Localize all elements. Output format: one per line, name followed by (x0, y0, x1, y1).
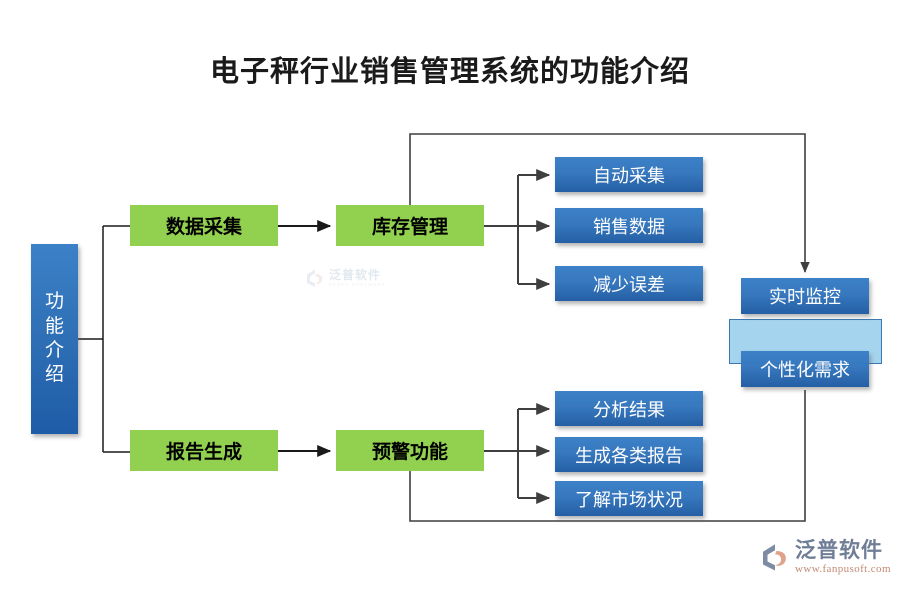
center-watermark: 泛普软件 FANPU SOFTWARE (305, 268, 386, 288)
watermark-cn: 泛普软件 (329, 267, 382, 282)
fanpu-brand-icon (760, 542, 790, 572)
root-label-char-2: 能 (44, 315, 64, 337)
root-label-char-3: 介 (44, 340, 64, 361)
node-analysis-result[interactable]: 分析结果 (555, 391, 703, 426)
node-personalized-needs[interactable]: 个性化需求 (741, 351, 869, 387)
root-label-char-4: 绍 (44, 364, 64, 386)
fanpu-logo-icon (305, 268, 325, 288)
node-data-collection[interactable]: 数据采集 (130, 205, 278, 246)
node-realtime-monitoring[interactable]: 实时监控 (741, 278, 869, 314)
node-sales-data[interactable]: 销售数据 (555, 208, 703, 243)
node-generate-reports[interactable]: 生成各类报告 (555, 437, 703, 472)
node-root-function-intro[interactable]: 功 能 介 绍 (31, 244, 78, 434)
watermark-text: 泛普软件 FANPU SOFTWARE (329, 269, 386, 288)
node-auto-collection[interactable]: 自动采集 (555, 157, 703, 192)
brand-name: 泛普软件 (795, 539, 883, 562)
node-reduce-error[interactable]: 减少误差 (555, 266, 703, 301)
brand-logo: 泛普软件 www.fanpusoft.com (760, 539, 891, 576)
node-report-generation[interactable]: 报告生成 (130, 430, 278, 471)
brand-text: 泛普软件 www.fanpusoft.com (795, 539, 891, 576)
brand-url: www.fanpusoft.com (795, 563, 891, 576)
root-label-char-1: 功 (44, 291, 64, 313)
node-market-insight[interactable]: 了解市场状况 (555, 481, 703, 516)
node-early-warning[interactable]: 预警功能 (336, 430, 484, 471)
node-inventory-management[interactable]: 库存管理 (336, 205, 484, 246)
watermark-en: FANPU SOFTWARE (329, 281, 386, 287)
page-title: 电子秤行业销售管理系统的功能介绍 (209, 56, 690, 88)
